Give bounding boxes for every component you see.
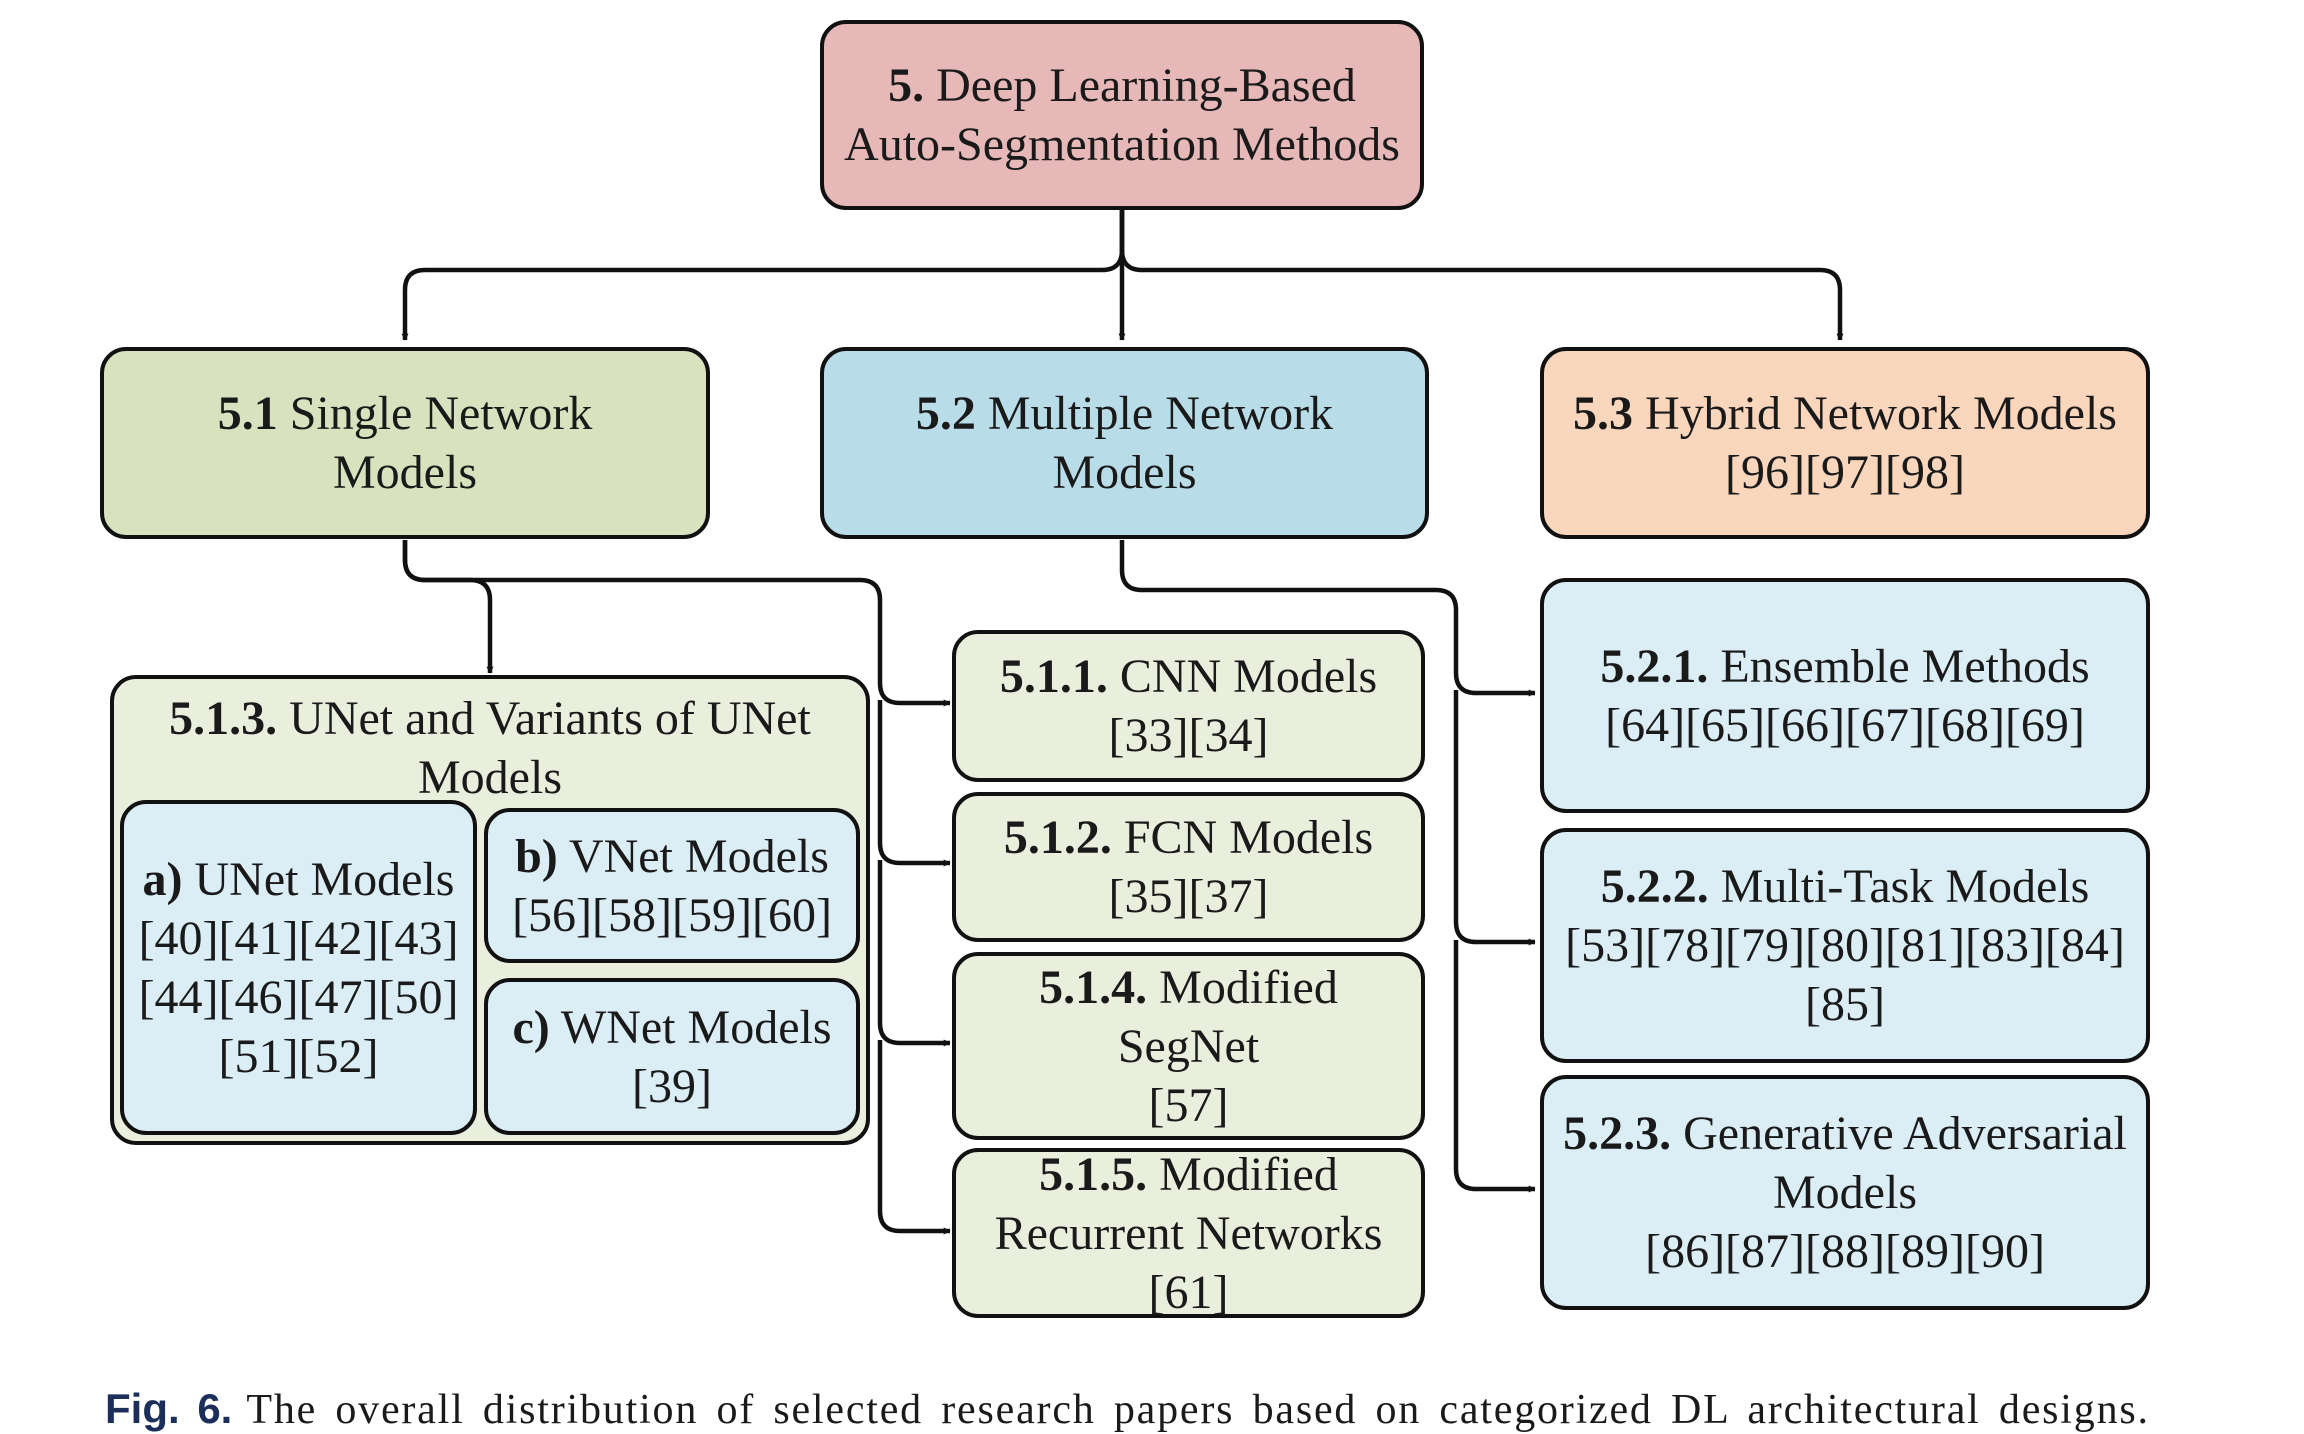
multiple-label-line2: Models (1052, 446, 1197, 499)
unet-refs-1: [40][41][42][43] (138, 911, 459, 965)
arrow-single-to-cnn (402, 540, 951, 707)
arrow-single-to-segnet (877, 860, 951, 1047)
fcn-label: FCN Models (1123, 811, 1374, 864)
multi-task-models-node: 5.2.2. Multi-Task Models [53][78][79][80… (1540, 828, 2150, 1063)
arrow-root-to-single (401, 210, 1125, 341)
arrow-single-to-unet-group (402, 540, 494, 674)
single-network-node: 5.1 Single Network Models (100, 347, 710, 539)
unet-models-node: a) UNet Models [40][41][42][43] [44][46]… (120, 800, 477, 1135)
recurrent-number: 5.1.5. (1039, 1147, 1148, 1201)
vnet-models-node: b) VNet Models [56][58][59][60] (484, 808, 860, 963)
ensemble-methods-node: 5.2.1. Ensemble Methods [64][65][66][67]… (1540, 578, 2150, 813)
single-label-line2: Models (333, 446, 477, 499)
cnn-refs: [33][34] (1108, 709, 1269, 762)
root-node: 5. Deep Learning-Based Auto-Segmentation… (820, 20, 1424, 210)
unet-group-number: 5.1.3. (169, 692, 278, 745)
arrow-single-to-recurrent (877, 1040, 951, 1235)
caption-text: The overall distribution of selected res… (246, 1387, 2150, 1433)
single-label: Single Network (289, 387, 593, 440)
wnet-label: WNet Models (560, 1000, 832, 1054)
arrow-multiple-to-multitask (1453, 690, 1536, 946)
multiple-label: Multiple Network (987, 387, 1334, 440)
unet-refs-3: [51][52] (218, 1029, 379, 1083)
caption-label: Fig. 6. (105, 1385, 233, 1432)
cnn-models-node: 5.1.1. CNN Models [33][34] (952, 630, 1425, 782)
unet-group-label-line2: Models (418, 751, 562, 804)
vnet-number: b) (515, 829, 558, 883)
segnet-number: 5.1.4. (1039, 960, 1148, 1014)
vnet-refs: [56][58][59][60] (512, 888, 832, 942)
recurrent-refs: [61] (1148, 1265, 1229, 1319)
segnet-refs: [57] (1148, 1078, 1229, 1132)
wnet-models-node: c) WNet Models [39] (484, 978, 860, 1135)
multitask-number: 5.2.2. (1600, 860, 1709, 913)
unet-number: a) (142, 852, 183, 906)
segnet-label-line2: SegNet (1117, 1019, 1260, 1073)
wnet-number: c) (512, 1000, 550, 1054)
multiple-number: 5.2 (915, 387, 976, 440)
multitask-refs-2: [85] (1805, 978, 1885, 1031)
fcn-models-node: 5.1.2. FCN Models [35][37] (952, 792, 1425, 942)
arrow-multiple-to-gan (1453, 940, 1536, 1193)
fcn-refs: [35][37] (1108, 870, 1269, 923)
hybrid-refs: [96][97][98] (1725, 446, 1965, 499)
root-number: 5. (888, 59, 925, 112)
unet-label: UNet Models (194, 852, 455, 906)
generative-adversarial-node: 5.2.3. Generative Adversarial Models [86… (1540, 1075, 2150, 1310)
multitask-refs-1: [53][78][79][80][81][83][84] (1565, 919, 2125, 972)
fcn-number: 5.1.2. (1003, 811, 1112, 864)
root-label: Deep Learning-Based (936, 59, 1356, 112)
hybrid-label: Hybrid Network Models (1645, 387, 2117, 440)
arrow-multiple-to-ensemble (1119, 540, 1536, 697)
root-label-line2: Auto-Segmentation Methods (844, 118, 1400, 171)
recurrent-networks-node: 5.1.5. Modified Recurrent Networks [61] (952, 1147, 1425, 1319)
ensemble-refs: [64][65][66][67][68][69] (1605, 698, 2085, 752)
cnn-number: 5.1.1. (999, 650, 1108, 703)
segnet-label: Modified (1159, 960, 1338, 1014)
unet-refs-2: [44][46][47][50] (138, 970, 459, 1024)
arrow-root-to-hybrid (1119, 210, 1844, 341)
gan-label-line2: Models (1773, 1166, 1917, 1219)
ensemble-label: Ensemble Methods (1720, 639, 2090, 693)
gan-refs: [86][87][88][89][90] (1645, 1225, 2045, 1278)
vnet-label: VNet Models (568, 829, 829, 883)
figure-caption: Fig. 6. The overall distribution of selec… (105, 1385, 2150, 1434)
recurrent-label-line2: Recurrent Networks (994, 1206, 1383, 1260)
ensemble-number: 5.2.1. (1600, 639, 1709, 693)
gan-label: Generative Adversarial (1683, 1107, 2127, 1160)
recurrent-label: Modified (1159, 1147, 1338, 1201)
single-number: 5.1 (217, 387, 278, 440)
wnet-refs: [39] (632, 1059, 712, 1113)
cnn-label: CNN Models (1119, 650, 1378, 703)
multiple-network-node: 5.2 Multiple Network Models (820, 347, 1429, 539)
unet-group-label: UNet and Variants of UNet (289, 692, 811, 745)
segnet-node: 5.1.4. Modified SegNet [57] (952, 952, 1425, 1140)
gan-number: 5.2.3. (1563, 1107, 1672, 1160)
hybrid-number: 5.3 (1573, 387, 1634, 440)
arrow-single-to-fcn (877, 700, 951, 867)
hybrid-network-node: 5.3 Hybrid Network Models [96][97][98] (1540, 347, 2150, 539)
multitask-label: Multi-Task Models (1720, 860, 2090, 913)
